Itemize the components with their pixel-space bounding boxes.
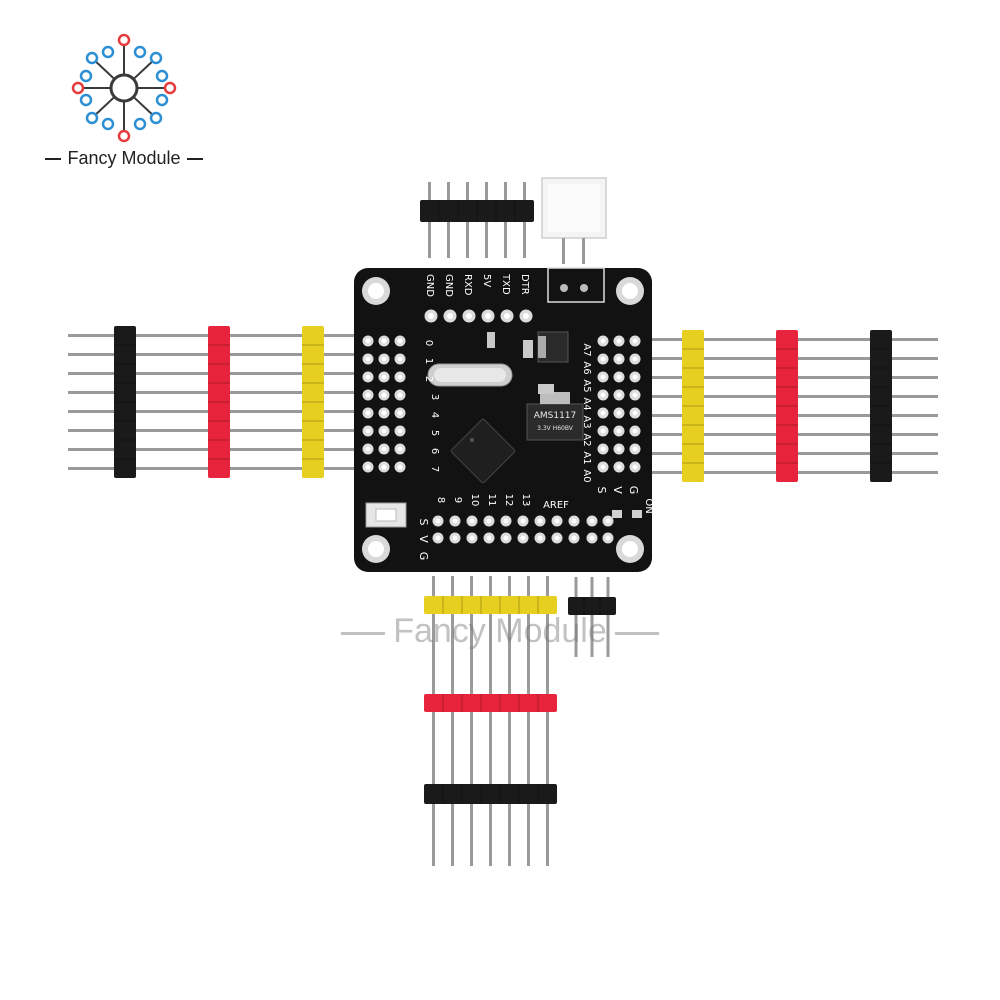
pin-header-black (424, 760, 557, 866)
pin-label: 7 (429, 466, 440, 472)
pin-label: A1 (581, 451, 592, 464)
top-pin-header (420, 182, 534, 258)
crystal-oscillator (427, 363, 513, 387)
logo-node (101, 45, 115, 59)
capacitor (487, 332, 495, 348)
voltage-regulator: AMS1117 3.3V H60BV (526, 392, 584, 441)
on-label: ON (643, 498, 654, 513)
pin-label: A5 (581, 379, 592, 392)
pin-label: 13 (520, 494, 531, 507)
pin-label: A6 (581, 361, 592, 374)
pad-grid (362, 309, 641, 544)
pin-label: GND (443, 274, 454, 297)
pin-label: 6 (429, 448, 440, 454)
led (632, 510, 642, 518)
pin-label: RXD (462, 274, 473, 296)
pin-label: GND (424, 274, 435, 297)
pin-header-black (568, 577, 616, 657)
mounting-hole (362, 535, 390, 563)
pin-header-red (162, 326, 276, 478)
logo-node (155, 69, 169, 83)
side-label: S (417, 519, 430, 526)
aref-label: AREF (543, 500, 569, 511)
logo-node (155, 93, 169, 107)
regulator-sub-label: 3.3V H60BV (537, 425, 574, 432)
brand-logo-icon (71, 33, 177, 143)
pin-header-yellow (424, 576, 557, 678)
pin-header-black (68, 326, 182, 478)
reset-button (365, 502, 407, 528)
pin-label: A7 (581, 343, 592, 356)
logo-node (71, 81, 85, 95)
capacitor (538, 384, 554, 394)
regulator-label: AMS1117 (534, 411, 577, 421)
mounting-hole (362, 277, 390, 305)
pin-label: 3 (429, 394, 440, 400)
logo-node (149, 51, 163, 65)
logo-node (79, 69, 93, 83)
led (612, 510, 622, 518)
right-pin-headers (636, 330, 938, 482)
logo-node (85, 111, 99, 125)
pin-label: 9 (452, 497, 463, 503)
side-label: G (627, 486, 640, 495)
pin-header-red (730, 330, 844, 482)
pin-label: 5V (481, 274, 492, 287)
pin-label: 10 (469, 494, 480, 507)
side-label: V (611, 486, 624, 494)
mounting-hole (616, 277, 644, 305)
pin-label: 12 (503, 494, 514, 507)
pin-label: 11 (486, 494, 497, 507)
pin-label: 1 (423, 358, 434, 364)
side-label: S (595, 487, 608, 494)
pin-label: DTR (519, 274, 530, 295)
side-label: V (417, 535, 430, 543)
pin-label: A3 (581, 415, 592, 428)
pin-label: 8 (435, 497, 446, 503)
brand-label: Fancy Module (44, 148, 204, 169)
logo-node (101, 117, 115, 131)
pin-label: A4 (581, 397, 592, 410)
pin-header-red (424, 670, 557, 762)
pin-label: 4 (429, 412, 440, 418)
pin-header-black (420, 182, 534, 258)
logo-node (133, 45, 147, 59)
pin-label: 2 (423, 376, 434, 382)
pin-header-yellow (256, 326, 370, 478)
capacitor (523, 340, 533, 358)
side-label: G (417, 552, 430, 561)
pin-label: 5 (429, 430, 440, 436)
pin-header-yellow (636, 330, 750, 482)
logo-node (117, 33, 131, 47)
microcontroller-chip (450, 418, 516, 484)
pin-label: A2 (581, 433, 592, 446)
bottom-pin-headers (424, 576, 616, 866)
logo-node (163, 81, 177, 95)
pin-label: 0 (423, 340, 434, 346)
logo-node (149, 111, 163, 125)
logo-node (79, 93, 93, 107)
white-jst-connector (541, 177, 607, 264)
pin-label: A0 (581, 469, 592, 482)
left-pin-headers (68, 326, 370, 478)
mounting-hole (616, 535, 644, 563)
logo-node (85, 51, 99, 65)
logo-node (133, 117, 147, 131)
logo-node (117, 129, 131, 143)
watermark: Fancy Module (318, 612, 682, 651)
pin-label: TXD (500, 273, 511, 295)
pin-header-black (824, 330, 938, 482)
